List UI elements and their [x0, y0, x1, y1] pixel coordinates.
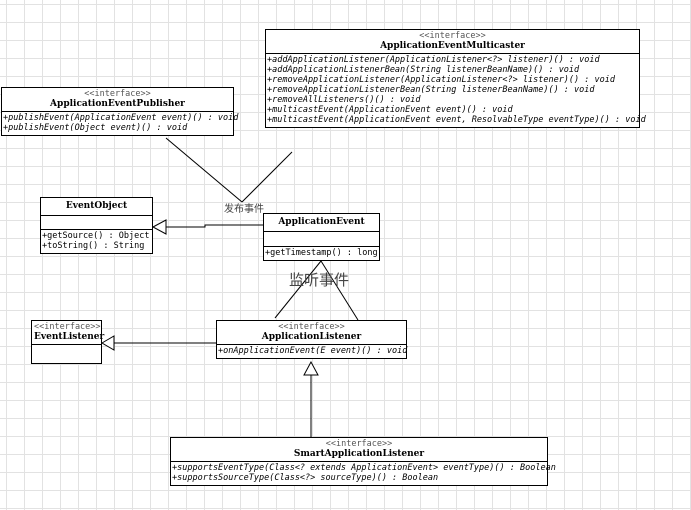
- stereotype-label: <<interface>>: [325, 439, 393, 449]
- class-header: <<interface>> SmartApplicationListener: [171, 438, 547, 462]
- listener-generalization-arrowhead: [101, 335, 115, 351]
- stereotype-label: <<interface>>: [419, 31, 486, 41]
- operation: +multicastEvent(ApplicationEvent event, …: [267, 115, 646, 125]
- operations-compartment: +addApplicationListener(ApplicationListe…: [266, 54, 646, 127]
- class-header: <<interface>> EventListener: [32, 321, 105, 345]
- class-application-event-publisher[interactable]: <<interface>> ApplicationEventPublisher …: [1, 87, 239, 136]
- attributes-compartment: [264, 232, 379, 247]
- stereotype-label: <<interface>>: [84, 89, 151, 99]
- class-name: ApplicationEvent: [278, 217, 365, 227]
- publish-event-label: 发布事件: [224, 204, 264, 215]
- listener-to-event-line-right: [320, 260, 359, 321]
- class-name: ApplicationListener: [261, 332, 362, 342]
- class-application-listener[interactable]: <<interface>> ApplicationListener +onApp…: [216, 320, 407, 359]
- operations-compartment: +getSource() : Object +toString() : Stri…: [41, 230, 152, 253]
- attributes-compartment: [41, 216, 152, 230]
- class-event-listener[interactable]: <<interface>> EventListener: [31, 320, 105, 364]
- publisher-to-event-line: [165, 137, 243, 203]
- operations-compartment: +supportsEventType(Class<? extends Appli…: [171, 462, 556, 485]
- class-event-object[interactable]: EventObject +getSource() : Object +toStr…: [40, 197, 153, 254]
- class-name: EventObject: [65, 201, 128, 211]
- operation: +onApplicationEvent(E event)() : void: [218, 346, 408, 356]
- listener-to-event-line-left: [274, 260, 322, 319]
- class-header: <<interface>> ApplicationListener: [217, 321, 406, 345]
- operation: +getSource() : Object: [42, 231, 150, 241]
- class-smart-application-listener[interactable]: <<interface>> SmartApplicationListener +…: [170, 437, 556, 486]
- operation: +publishEvent(ApplicationEvent event)() …: [3, 113, 239, 123]
- class-header: <<interface>> ApplicationEventPublisher: [2, 88, 233, 112]
- class-application-event[interactable]: ApplicationEvent +getTimestamp() : long: [263, 213, 380, 261]
- class-header: <<interface>> ApplicationEventMulticaste…: [266, 30, 639, 54]
- class-header: ApplicationEvent: [264, 214, 379, 232]
- operation: +multicastEvent(ApplicationEvent event)(…: [267, 105, 513, 115]
- operation: +addApplicationListener(ApplicationListe…: [267, 55, 600, 65]
- class-name: SmartApplicationListener: [293, 449, 425, 459]
- class-name: ApplicationEventMulticaster: [380, 41, 525, 51]
- operation: +addApplicationListenerBean(String liste…: [267, 65, 580, 75]
- operation: +supportsSourceType(Class<?> sourceType)…: [172, 473, 439, 483]
- class-header: EventObject: [41, 198, 152, 216]
- operations-compartment: +getTimestamp() : long: [264, 247, 379, 260]
- operation: +removeApplicationListenerBean(String li…: [267, 85, 595, 95]
- operation: +removeApplicationListener(ApplicationLi…: [267, 75, 615, 85]
- operation: +removeAllListeners()() : void: [267, 95, 421, 105]
- operation: +getTimestamp() : long: [265, 248, 378, 258]
- operation: +publishEvent(Object event)() : void: [3, 123, 188, 133]
- stereotype-label: <<interface>>: [34, 322, 101, 332]
- listen-event-label: 监听事件: [289, 271, 350, 289]
- operation: +supportsEventType(Class<? extends Appli…: [172, 463, 556, 473]
- multicaster-to-event-line: [241, 151, 293, 203]
- class-name: EventListener: [34, 332, 105, 342]
- operation: +toString() : String: [42, 241, 145, 251]
- stereotype-label: <<interface>>: [278, 322, 345, 332]
- event-generalization-line: [166, 224, 264, 228]
- class-name: ApplicationEventPublisher: [50, 99, 185, 109]
- event-generalization-arrowhead: [151, 219, 167, 235]
- operations-compartment: +publishEvent(ApplicationEvent event)() …: [2, 112, 239, 135]
- operations-compartment: +onApplicationEvent(E event)() : void: [217, 345, 408, 358]
- smart-generalization-arrowhead: [303, 360, 319, 376]
- class-application-event-multicaster[interactable]: <<interface>> ApplicationEventMulticaste…: [265, 29, 646, 128]
